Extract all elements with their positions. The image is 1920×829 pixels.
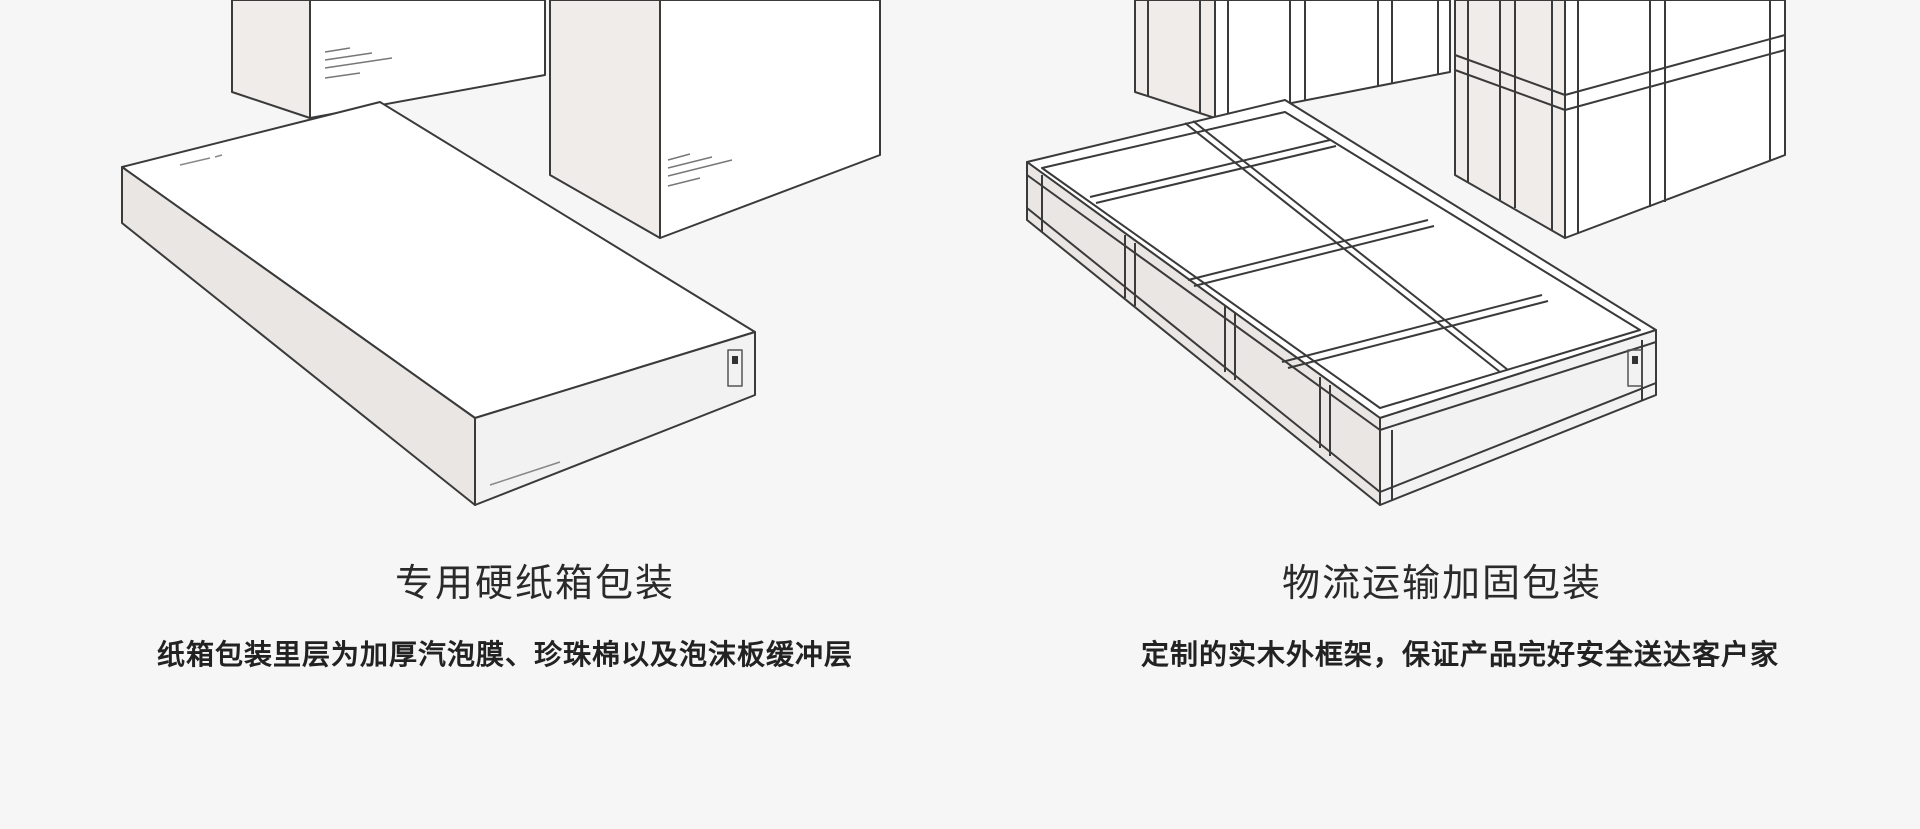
wooden-crate-illustration-icon — [1026, 0, 1786, 506]
crate-packaging-title: 物流运输加固包装 — [1281, 561, 1602, 605]
cardboard-box-illustration-icon — [121, 0, 881, 506]
cardboard-packaging-title: 专用硬纸箱包装 — [394, 561, 675, 605]
crate-packaging-description: 定制的实木外框架，保证产品完好安全送达客户家 — [1140, 638, 1779, 671]
cardboard-packaging-panel: 专用硬纸箱包装 纸箱包装里层为加厚汽泡膜、珍珠棉以及泡沫板缓冲层 — [121, 0, 881, 671]
cardboard-packaging-description: 纸箱包装里层为加厚汽泡膜、珍珠棉以及泡沫板缓冲层 — [156, 638, 853, 671]
crate-packaging-panel: 物流运输加固包装 定制的实木外框架，保证产品完好安全送达客户家 — [960, 0, 1920, 829]
